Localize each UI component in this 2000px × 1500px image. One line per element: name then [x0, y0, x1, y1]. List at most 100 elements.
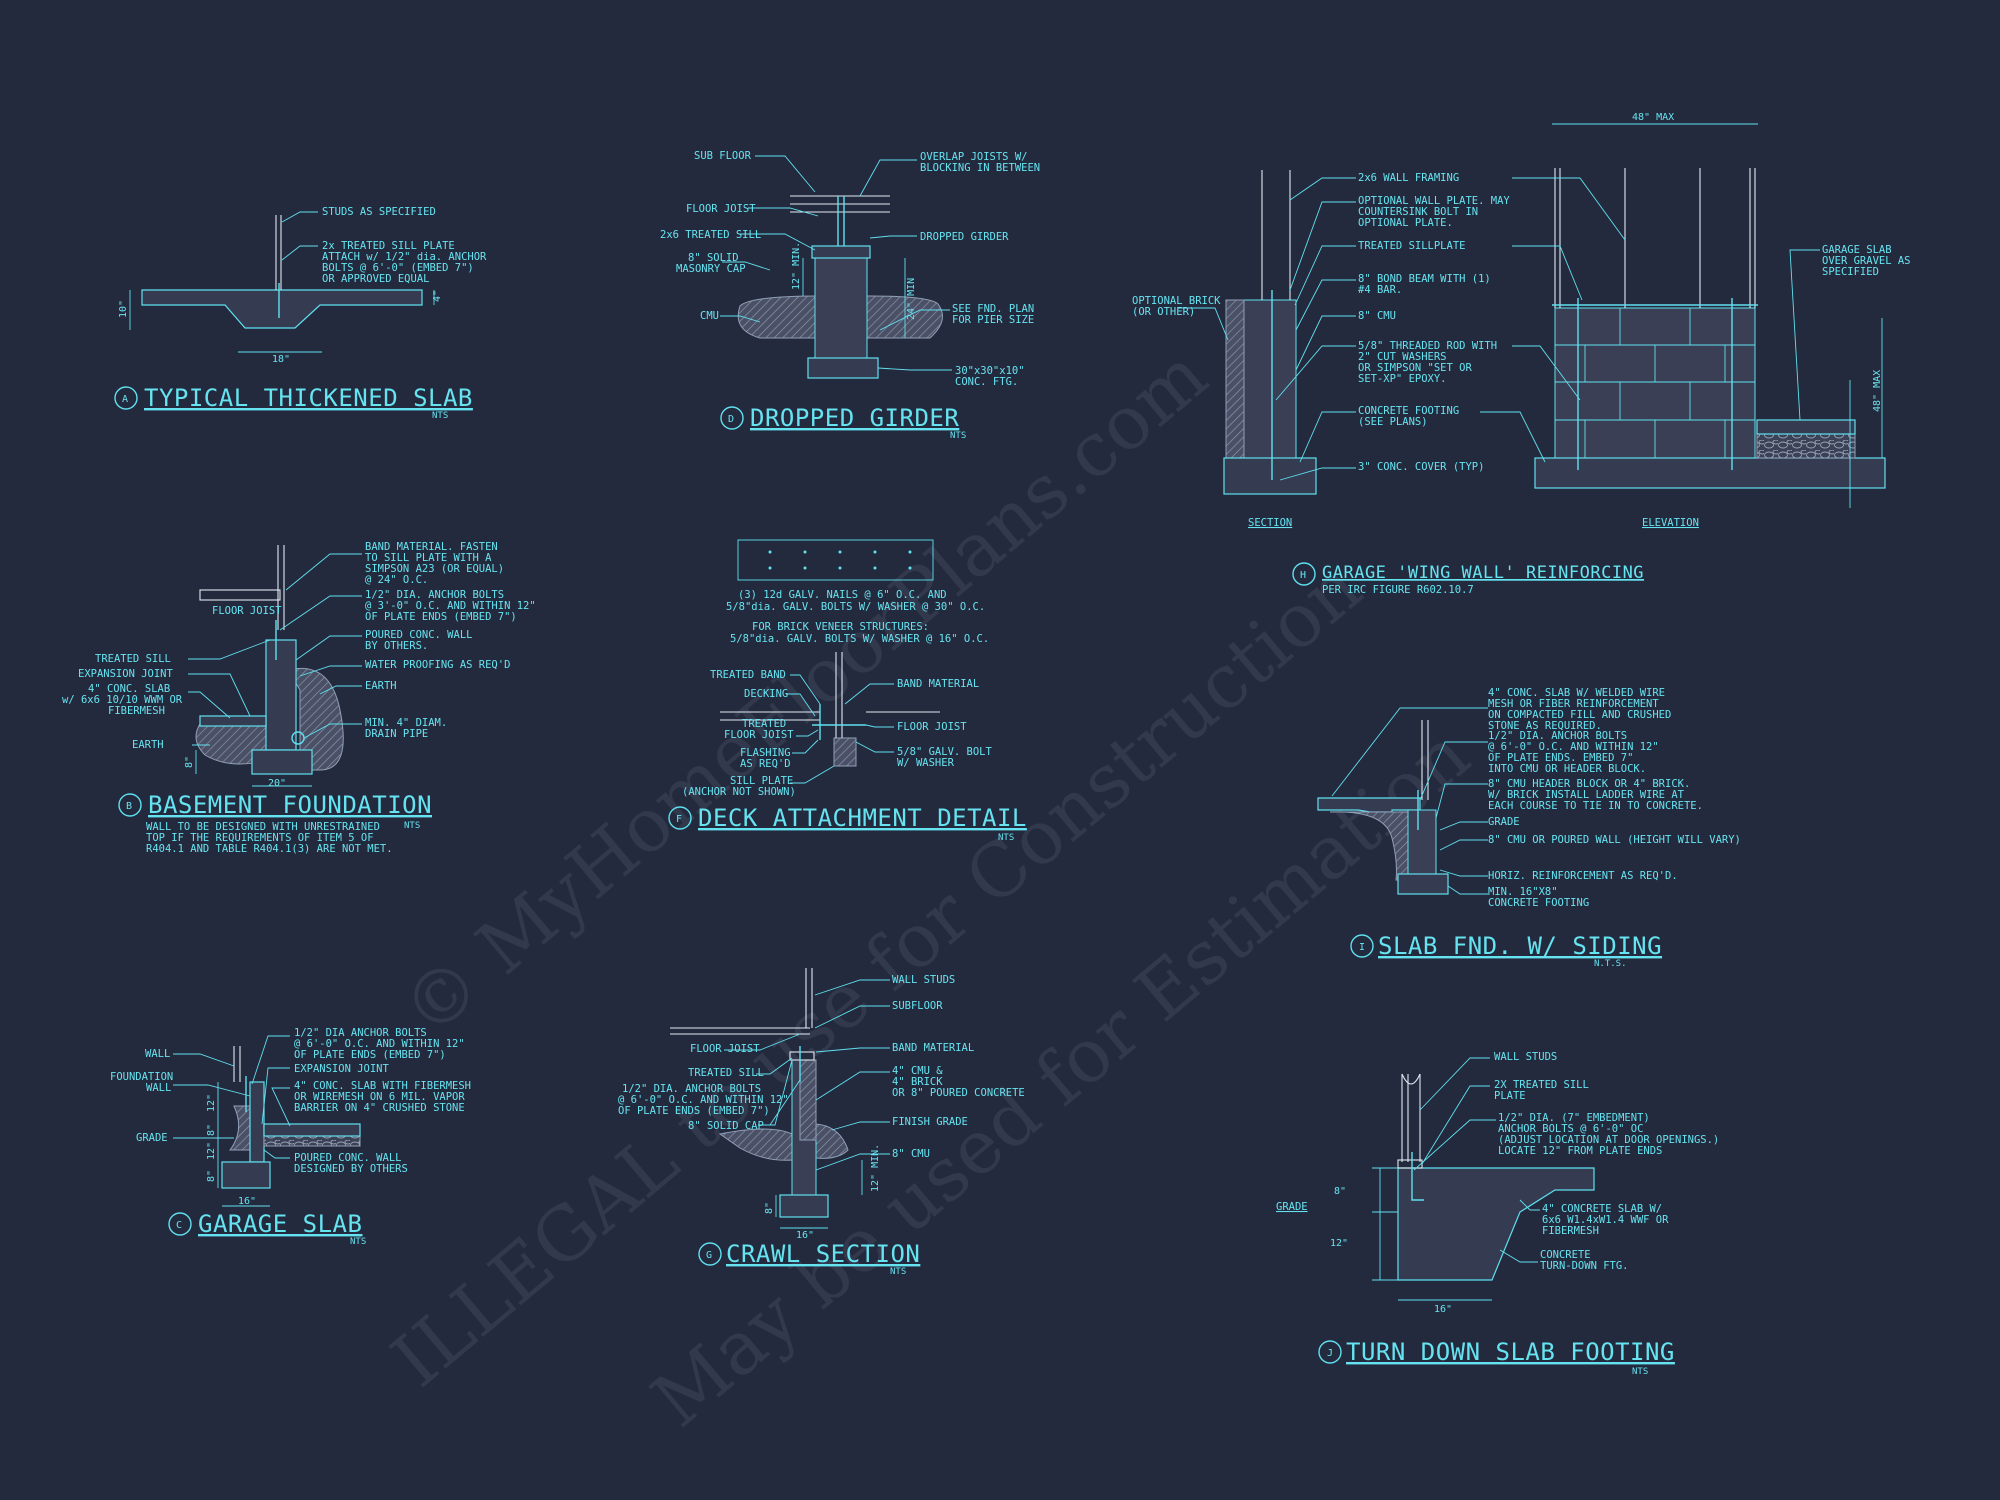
detail-c-note: DESIGNED BY OTHERS	[294, 1163, 408, 1175]
detail-b-note: TREATED SILL	[95, 653, 171, 665]
detail-h-dim-width: 48" MAX	[1632, 112, 1674, 123]
detail-a-note: 2x TREATED SILL PLATE	[322, 240, 455, 252]
detail-c-title: GARAGE SLAB	[198, 1210, 362, 1238]
detail-b-wall	[265, 639, 297, 751]
detail-c-dim: 12"	[206, 1142, 217, 1160]
detail-d-title: DROPPED GIRDER	[750, 404, 959, 432]
detail-f-note: TREATED	[742, 718, 786, 730]
detail-i-slab	[1317, 797, 1421, 813]
detail-h-note: (OR OTHER)	[1132, 306, 1195, 318]
detail-b-note: DRAIN PIPE	[365, 728, 428, 740]
detail-b-note: EARTH	[365, 680, 397, 692]
detail-d-letter: D	[728, 414, 734, 425]
detail-c-dim: 8"	[206, 1124, 217, 1136]
detail-g-scale: NTS	[890, 1267, 906, 1277]
detail-h-gravel	[1756, 433, 1856, 459]
detail-b-scale: NTS	[404, 821, 420, 831]
detail-h-note: GARAGE SLAB	[1822, 244, 1892, 256]
detail-c-note: WALL	[145, 1048, 170, 1060]
detail-j-note: 2X TREATED SILL	[1494, 1079, 1589, 1091]
detail-i-footing	[1397, 873, 1449, 895]
detail-c-slab	[263, 1123, 361, 1137]
detail-i-letter: I	[1359, 942, 1365, 953]
detail-h-elevation-label: ELEVATION	[1642, 517, 1699, 529]
detail-i-scale: N.T.S.	[1594, 959, 1627, 969]
detail-h-title: GARAGE 'WING WALL' REINFORCING	[1322, 563, 1644, 583]
watermark: © MyHomeFloorPlans.com ILLEGAL to use fo…	[376, 332, 1485, 1444]
detail-j-letter: J	[1327, 1348, 1333, 1359]
detail-d-dropped-girder: SUB FLOOR FLOOR JOIST 2x6 TREATED SILL 8…	[660, 150, 1040, 441]
detail-f-deck-attachment: (3) 12d GALV. NAILS @ 6" O.C. AND 5/8"di…	[668, 539, 1026, 843]
detail-c-gravel	[263, 1135, 361, 1147]
detail-j-note: FIBERMESH	[1542, 1225, 1599, 1237]
detail-h-note: 2" CUT WASHERS	[1358, 351, 1447, 363]
detail-i-note: MIN. 16"X8"	[1488, 886, 1558, 898]
detail-b-note: SIMPSON A23 (OR EQUAL)	[365, 563, 504, 575]
detail-b-note: TO SILL PLATE WITH A	[365, 552, 492, 564]
detail-h-dim-height: 48" MAX	[1872, 370, 1883, 412]
detail-i-bubble	[1350, 934, 1374, 958]
detail-g-letter: G	[706, 1250, 712, 1261]
detail-c-note: BARRIER ON 4" CRUSHED STONE	[294, 1102, 465, 1114]
detail-c-dim: 8"	[206, 1170, 217, 1182]
detail-i-note: HORIZ. REINFORCEMENT AS REQ'D.	[1488, 870, 1678, 882]
detail-h-note: OPTIONAL BRICK	[1132, 295, 1221, 307]
detail-c-scale: NTS	[350, 1237, 366, 1247]
detail-f-letter: F	[676, 814, 682, 825]
detail-i-note: INTO CMU OR HEADER BLOCK.	[1488, 763, 1646, 775]
detail-g-note: OF PLATE ENDS (EMBED 7")	[618, 1105, 770, 1117]
detail-d-scale: NTS	[950, 431, 966, 441]
detail-d-note: CMU	[700, 310, 719, 322]
detail-c-note: POURED CONC. WALL	[294, 1152, 401, 1164]
detail-f-note: FLASHING	[740, 747, 791, 759]
detail-b-note: FIBERMESH	[108, 705, 165, 717]
detail-j-note: (ADJUST LOCATION AT DOOR OPENINGS.)	[1498, 1134, 1719, 1146]
detail-b-note: MIN. 4" DIAM.	[365, 717, 447, 729]
detail-i-cmu	[1407, 809, 1437, 875]
detail-g-dim: 12" MIN.	[870, 1144, 881, 1192]
detail-f-note: SILL PLATE	[730, 775, 793, 787]
detail-c-dim: 12"	[206, 1094, 217, 1112]
detail-h-note: 5/8" THREADED ROD WITH	[1358, 340, 1497, 352]
detail-a-scale: NTS	[432, 411, 448, 421]
detail-d-note: FLOOR JOIST	[686, 203, 756, 215]
detail-h-section-footing	[1223, 457, 1317, 495]
detail-f-scale: NTS	[998, 833, 1014, 843]
detail-b-note: POURED CONC. WALL	[365, 629, 472, 641]
detail-i-note: EACH COURSE TO TIE IN TO CONCRETE.	[1488, 800, 1703, 812]
detail-i-note: @ 6'-0" O.C. AND WITHIN 12"	[1488, 741, 1659, 753]
detail-f-note: 5/8"dia. GALV. BOLTS W/ WASHER @ 30" O.C…	[726, 601, 985, 613]
detail-j-dim: 8"	[1334, 1186, 1346, 1197]
detail-b-note: 4" CONC. SLAB	[88, 683, 170, 695]
detail-i-note: 4" CONC. SLAB W/ WELDED WIRE	[1488, 687, 1665, 699]
detail-b-note: FLOOR JOIST	[212, 605, 282, 617]
detail-h-note: SPECIFIED	[1822, 266, 1879, 278]
detail-a-bubble	[114, 386, 138, 410]
detail-b-note: w/ 6x6 10/10 WWM OR	[62, 694, 183, 706]
detail-i-title: SLAB FND. W/ SIDING	[1378, 932, 1662, 960]
detail-b-remark: R404.1 AND TABLE R404.1(3) ARE NOT MET.	[146, 843, 393, 855]
detail-d-note: OVERLAP JOISTS W/	[920, 151, 1027, 163]
detail-a-letter: A	[122, 394, 128, 405]
detail-j-turn-down-slab: WALL STUDS 2X TREATED SILL PLATE 1/2" DI…	[1276, 1051, 1719, 1377]
detail-b-dim: 8"	[184, 756, 195, 768]
detail-h-note: 2x6 WALL FRAMING	[1358, 172, 1459, 184]
detail-h-note: COUNTERSINK BOLT IN	[1358, 206, 1478, 218]
detail-i-note: MESH OR FIBER REINFORCEMENT	[1488, 698, 1659, 710]
detail-g-title: CRAWL SECTION	[726, 1240, 920, 1268]
watermark-line-1: © MyHomeFloorPlans.com	[386, 332, 1223, 1054]
detail-h-note: 8" CMU	[1358, 310, 1396, 322]
detail-c-note: GRADE	[136, 1132, 168, 1144]
detail-f-bubble	[668, 806, 692, 830]
detail-f-note: FLOOR JOIST	[724, 729, 794, 741]
detail-b-note: @ 3'-0" O.C. AND WITHIN 12"	[365, 600, 536, 612]
detail-j-note: TURN-DOWN FTG.	[1540, 1260, 1629, 1272]
detail-c-note: FOUNDATION	[110, 1071, 173, 1083]
detail-g-note: 8" CMU	[892, 1148, 930, 1160]
detail-h-note: OPTIONAL WALL PLATE. MAY	[1358, 195, 1510, 207]
detail-g-note: 4" BRICK	[892, 1076, 943, 1088]
detail-j-note: CONCRETE	[1540, 1249, 1591, 1261]
detail-b-bubble	[118, 793, 142, 817]
detail-b-note: WATER PROOFING AS REQ'D	[365, 659, 510, 671]
detail-a-dim: 10"	[118, 300, 129, 318]
